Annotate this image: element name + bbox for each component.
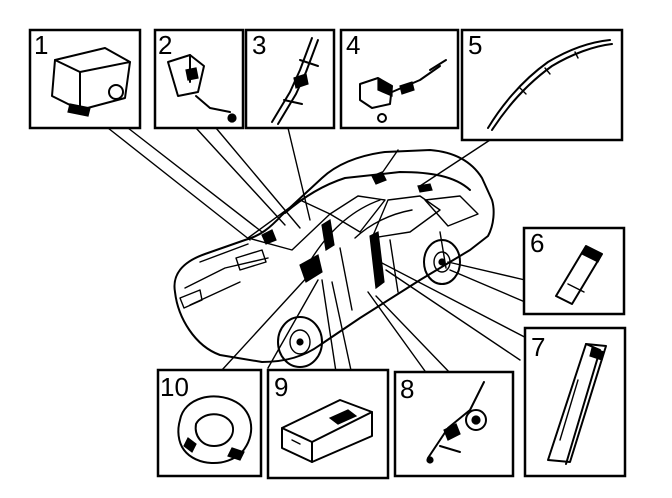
- component-box-9: 9: [266, 368, 390, 480]
- callout-number-1: 1: [34, 30, 48, 60]
- crash-sensor-unit-icon: [281, 399, 373, 463]
- component-box-7: 7: [523, 326, 627, 478]
- component-box-5: 5: [460, 28, 624, 142]
- callout-number-4: 4: [346, 30, 360, 60]
- car-illustration: [173, 149, 495, 368]
- callout-number-8: 8: [400, 374, 414, 404]
- callout-number-2: 2: [158, 30, 172, 60]
- front-wheel: [277, 316, 323, 368]
- srs-control-module-icon: [359, 59, 447, 123]
- passenger-airbag-module-icon: [51, 47, 131, 117]
- component-box-1: 1: [28, 28, 142, 130]
- component-box-10: 10: [156, 368, 263, 478]
- belt-pretensioner-icon: [271, 37, 319, 125]
- callout-number-9: 9: [274, 372, 288, 402]
- leader-lines: [107, 127, 541, 379]
- component-box-8: 8: [393, 370, 515, 478]
- component-box-3: 3: [244, 28, 336, 130]
- seat-belt-tensioner-icon: [426, 381, 487, 464]
- component-box-6: 6: [522, 226, 626, 316]
- callout-number-6: 6: [530, 228, 544, 258]
- component-box-2: 2: [153, 28, 245, 130]
- callout-number-10: 10: [160, 372, 189, 402]
- inflatable-curtain-icon: [487, 39, 613, 131]
- side-impact-sensor-icon: [555, 245, 603, 305]
- callout-number-7: 7: [531, 332, 545, 362]
- component-box-4: 4: [339, 28, 460, 130]
- side-airbag-module-icon: [547, 343, 607, 465]
- callout-number-5: 5: [468, 30, 482, 60]
- callout-number-3: 3: [252, 30, 266, 60]
- seat-belt-buckle-icon: [167, 54, 237, 123]
- driver-airbag-steering-wheel-icon: [177, 395, 253, 465]
